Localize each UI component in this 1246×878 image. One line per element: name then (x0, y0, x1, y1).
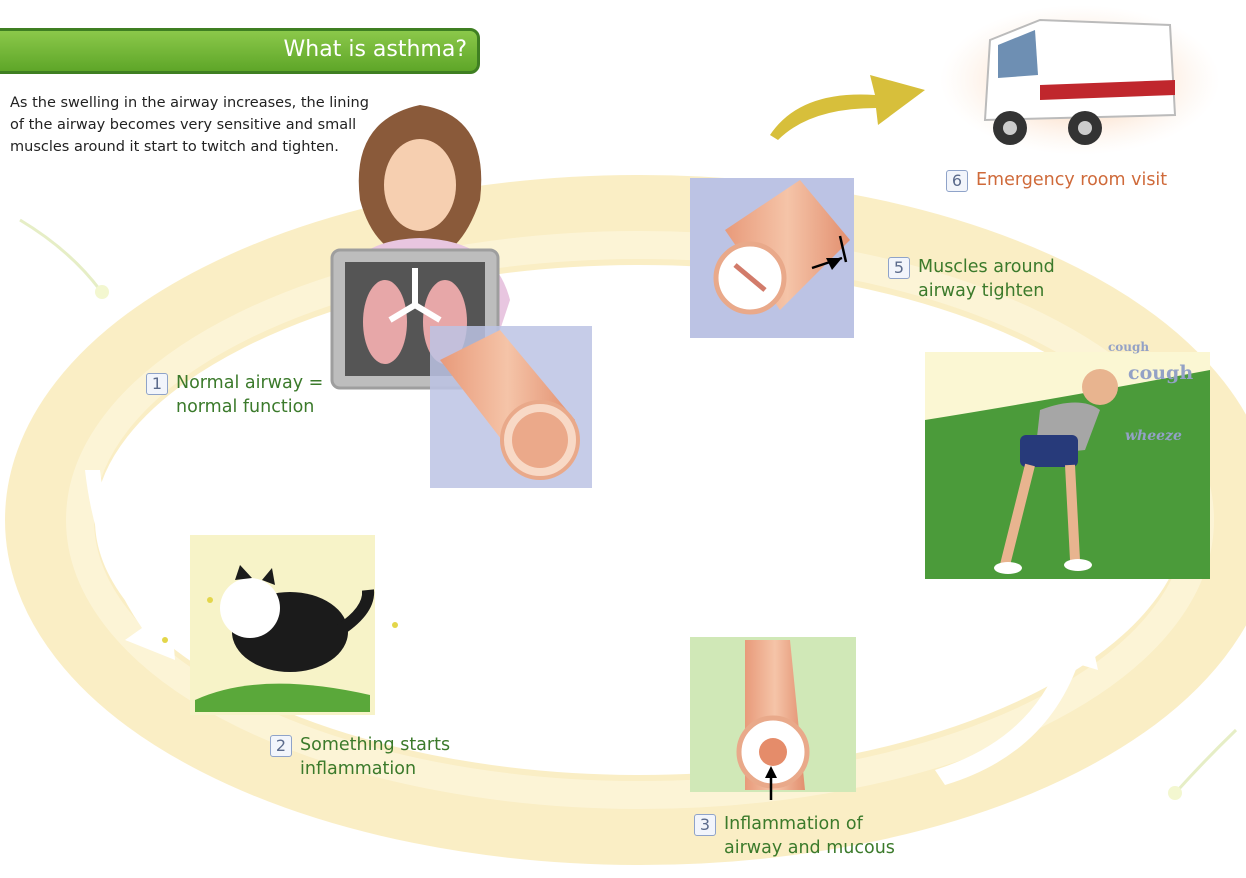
intro-text: As the swelling in the airway increases,… (10, 92, 380, 158)
normal-airway-icon (430, 326, 592, 488)
title-banner: What is asthma? (0, 28, 480, 74)
step-3-line1: Inflammation of (724, 812, 863, 836)
step-5-line2: airway tighten (918, 279, 1044, 303)
wheeze-text: wheeze (1125, 428, 1182, 444)
step-1-number: 1 (146, 373, 168, 395)
sparkle-right-icon (1168, 730, 1236, 800)
ambulance-icon (940, 5, 1220, 155)
tight-airway-icon (690, 178, 854, 338)
sparkle-left-icon (20, 220, 109, 299)
step-3-number: 3 (694, 814, 716, 836)
step-5-line1: Muscles around (918, 255, 1055, 279)
step-2-number: 2 (270, 735, 292, 757)
page-title: What is asthma? (284, 37, 467, 62)
man-coughing-icon (925, 352, 1210, 579)
step-6-line1: Emergency room visit (976, 168, 1167, 192)
cat-icon (162, 535, 398, 715)
step-1-line2: normal function (176, 395, 314, 419)
step-3-line2: airway and mucous (724, 836, 895, 860)
step-2-line2: inflammation (300, 757, 416, 781)
step-1-line1: Normal airway = (176, 371, 323, 395)
cough-large-text: cough (1128, 362, 1193, 384)
cough-small-text: cough (1108, 340, 1149, 354)
step-5-number: 5 (888, 257, 910, 279)
step-2-line1: Something starts (300, 733, 450, 757)
inflamed-airway-icon (690, 637, 856, 800)
step-6-number: 6 (946, 170, 968, 192)
curved-arrow-icon (770, 75, 925, 140)
